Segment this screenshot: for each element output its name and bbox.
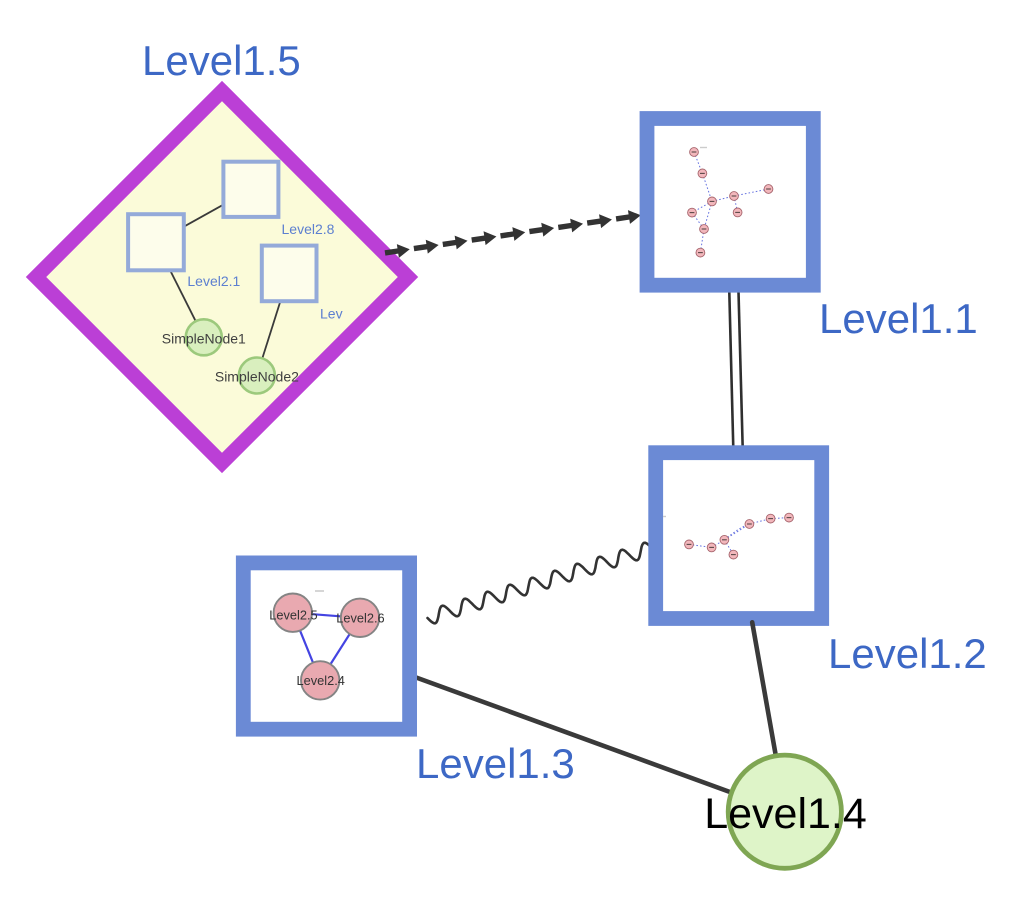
svg-text:Level1.3: Level1.3 [416,740,575,787]
svg-text:SimpleNode1: SimpleNode1 [162,331,246,347]
svg-text:Level1.2: Level1.2 [828,630,987,677]
svg-text:Level2.1: Level2.1 [187,273,240,289]
svg-text:Level2.5: Level2.5 [269,607,317,622]
svg-text:SimpleNode2: SimpleNode2 [215,369,299,385]
svg-text:Level1.5: Level1.5 [142,37,301,84]
svg-text:Lev: Lev [320,306,343,322]
svg-text:Level2.6: Level2.6 [336,611,384,626]
svg-text:Level2.4: Level2.4 [297,673,345,688]
svg-text:Level1.1: Level1.1 [819,295,978,342]
svg-text:Level1.4: Level1.4 [704,790,867,838]
svg-text:Level2.8: Level2.8 [282,221,335,237]
